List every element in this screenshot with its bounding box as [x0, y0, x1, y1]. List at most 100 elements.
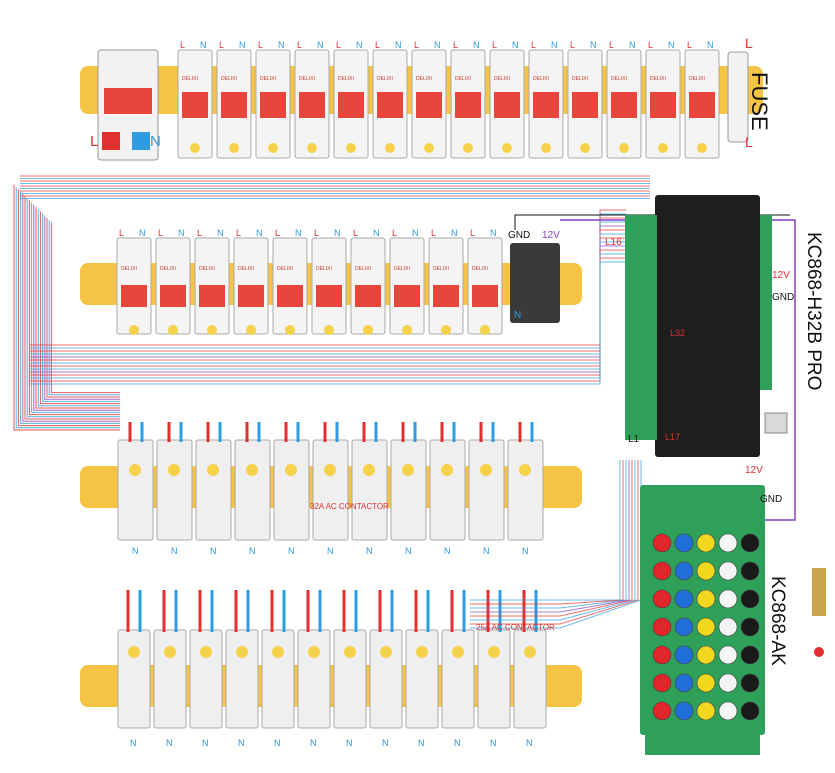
breaker-neutral-label: N: [490, 228, 497, 238]
breaker-handle: [494, 92, 520, 118]
main-neutral-label: N: [150, 133, 161, 150]
breaker-tag-icon: [307, 143, 317, 153]
main-line-terminal: [102, 132, 120, 150]
keypad-button[interactable]: [696, 589, 716, 609]
breaker-neutral-label: N: [590, 40, 597, 50]
keypad-button[interactable]: [740, 589, 760, 609]
keypad-button[interactable]: [740, 701, 760, 721]
keypad-button[interactable]: [674, 673, 694, 693]
keypad-button[interactable]: [674, 533, 694, 553]
contactor-neutral-label: N: [366, 546, 373, 556]
left-wire-bundle: [48, 220, 120, 396]
keypad-button[interactable]: [718, 673, 738, 693]
keypad-button[interactable]: [696, 673, 716, 693]
contactor-neutral-label: N: [490, 738, 497, 748]
breaker-neutral-label: N: [295, 228, 302, 238]
contactor-tag-icon: [519, 464, 531, 476]
left-wire-bundle: [31, 202, 120, 413]
contactor-neutral-label: N: [249, 546, 256, 556]
keypad-button[interactable]: [652, 561, 672, 581]
contactor-body: [117, 439, 154, 541]
keypad-button[interactable]: [718, 617, 738, 637]
breaker-handle: [316, 285, 342, 307]
keypad-button[interactable]: [674, 617, 694, 637]
contactor-25a: N: [153, 590, 187, 748]
breaker-brand: DELIXI: [277, 266, 293, 272]
breaker-tag-icon: [441, 325, 451, 335]
breaker-neutral-label: N: [239, 40, 246, 50]
keypad-button[interactable]: [740, 673, 760, 693]
breaker-handle: [182, 92, 208, 118]
contactor-neutral-label: N: [454, 738, 461, 748]
keypad-button[interactable]: [696, 561, 716, 581]
contactor-25a: N: [117, 590, 151, 748]
breaker-tag-icon: [229, 143, 239, 153]
keypad-button[interactable]: [718, 589, 738, 609]
contactor-32a: N: [507, 422, 544, 556]
keypad-wire-bundle: [470, 460, 624, 605]
contactor-body: [468, 439, 505, 541]
breaker-brand: DELIXI: [650, 76, 666, 82]
label-l1: L1: [628, 434, 640, 445]
keypad-button[interactable]: [740, 561, 760, 581]
contactor-25a: N: [477, 590, 511, 748]
contactor-tag-icon: [441, 464, 453, 476]
controller-output-terminals: [625, 215, 657, 440]
breaker-tag-icon: [541, 143, 551, 153]
left-wire-bundle: [46, 218, 120, 398]
keypad-button[interactable]: [740, 645, 760, 665]
breaker-line-label: L: [314, 228, 319, 238]
keypad-button[interactable]: [696, 701, 716, 721]
breaker-tag-icon: [190, 143, 200, 153]
keypad-button[interactable]: [740, 533, 760, 553]
contactor-32a: N: [429, 422, 466, 556]
contactor-tag-icon: [380, 646, 392, 658]
breaker-line-label: L: [414, 40, 419, 50]
keypad-button[interactable]: [652, 701, 672, 721]
left-wire-bundle: [13, 185, 120, 431]
breaker-handle: [689, 92, 715, 118]
keypad-pcb: [640, 485, 765, 735]
breaker-tag-icon: [385, 143, 395, 153]
keypad-button[interactable]: [718, 645, 738, 665]
keypad-button[interactable]: [718, 701, 738, 721]
left-wire-bundle: [20, 191, 120, 424]
keypad-button[interactable]: [696, 645, 716, 665]
contactor-25a: N: [369, 590, 403, 748]
contactor-tag-icon: [488, 646, 500, 658]
contactor-25a: N: [333, 590, 367, 748]
keypad-button[interactable]: [674, 645, 694, 665]
keypad-button[interactable]: [652, 589, 672, 609]
contactor-32a: N: [234, 422, 271, 556]
keypad-button[interactable]: [652, 645, 672, 665]
keypad-button[interactable]: [652, 673, 672, 693]
keypad-button[interactable]: [718, 533, 738, 553]
keypad-button[interactable]: [740, 617, 760, 637]
keypad-wire-bundle: [470, 460, 636, 621]
breaker-neutral-label: N: [473, 40, 480, 50]
keypad-button[interactable]: [674, 561, 694, 581]
left-wire-bundle: [15, 187, 120, 429]
left-wire-bundle: [35, 207, 120, 409]
breaker-line-label: L: [375, 40, 380, 50]
contactor-neutral-label: N: [274, 738, 281, 748]
keypad-button[interactable]: [652, 533, 672, 553]
left-wire-bundle: [37, 209, 120, 407]
contactor-neutral-label: N: [310, 738, 317, 748]
keypad-button[interactable]: [674, 589, 694, 609]
breaker-handle: [338, 92, 364, 118]
keypad-button[interactable]: [652, 617, 672, 637]
contactor-neutral-label: N: [130, 738, 137, 748]
keypad-button[interactable]: [696, 617, 716, 637]
keypad-button[interactable]: [696, 533, 716, 553]
contactor-body: [297, 629, 331, 729]
breaker-line-label: L: [158, 228, 163, 238]
contactor-tag-icon: [246, 464, 258, 476]
keypad-button[interactable]: [718, 561, 738, 581]
keypad-button[interactable]: [674, 701, 694, 721]
